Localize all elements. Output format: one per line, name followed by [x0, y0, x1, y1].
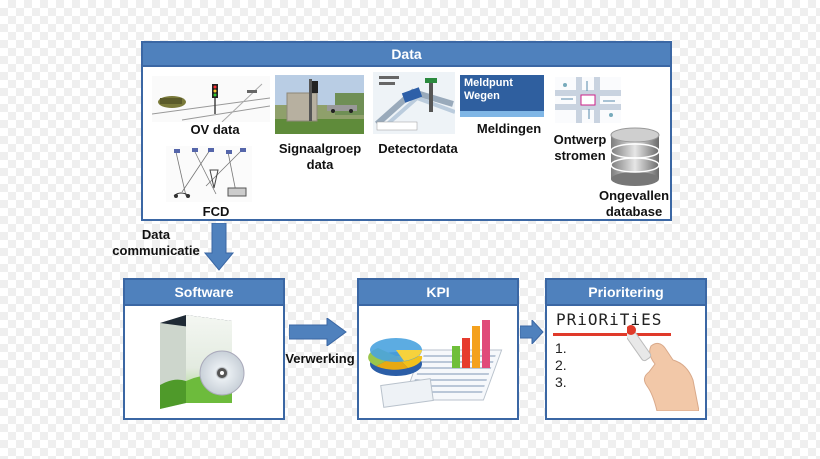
signaalgroep-label: Signaalgroep data: [278, 141, 362, 172]
software-box-image: [134, 311, 270, 409]
database-icon: [607, 127, 663, 187]
detectordata-image: [373, 72, 455, 134]
software-header: Software: [125, 280, 283, 306]
kpi-charts-image: [364, 316, 510, 408]
priorities-item-2: 2.: [555, 357, 567, 373]
data-panel-header: Data: [143, 43, 670, 67]
prioritering-header: Prioritering: [547, 280, 705, 306]
ov-data-label: OV data: [190, 122, 240, 137]
signaalgroep-image: [275, 75, 364, 134]
priorities-heading: PRiORiTiES: [556, 310, 663, 329]
software-title: Software: [174, 284, 234, 300]
meldingen-label: Meldingen: [476, 121, 542, 136]
ov-data-image: [152, 76, 270, 122]
meldpunt-logo: Meldpunt Wegen: [460, 75, 544, 117]
ongevallen-label: Ongevallen database: [598, 188, 670, 219]
priorities-item-1: 1.: [555, 340, 567, 356]
ontwerp-stromen-label: Ontwerp stromen: [553, 132, 607, 163]
priorities-underline: [553, 333, 671, 336]
data-communicatie-label: Data communicatie: [112, 227, 200, 258]
verwerking-label: Verwerking: [285, 351, 355, 366]
detectordata-label: Detectordata: [378, 141, 458, 156]
hand-marker-image: [627, 325, 699, 411]
data-panel: Data: [141, 41, 672, 221]
kpi-header: KPI: [359, 280, 517, 306]
data-panel-title: Data: [391, 46, 422, 62]
priorities-item-3: 3.: [555, 374, 567, 390]
ontwerp-stromen-image: [555, 77, 621, 123]
fcd-image: [166, 146, 252, 202]
priorities-image: PRiORiTiES 1. 2. 3.: [549, 306, 699, 411]
meldpunt-logo-text: Meldpunt Wegen: [464, 77, 513, 102]
arrow-software-to-kpi: [288, 317, 347, 347]
prioritering-title: Prioritering: [588, 284, 664, 300]
down-arrow: [203, 222, 235, 271]
arrow-kpi-to-prioritering: [519, 318, 544, 346]
fcd-label: FCD: [202, 204, 230, 219]
kpi-title: KPI: [426, 284, 450, 300]
